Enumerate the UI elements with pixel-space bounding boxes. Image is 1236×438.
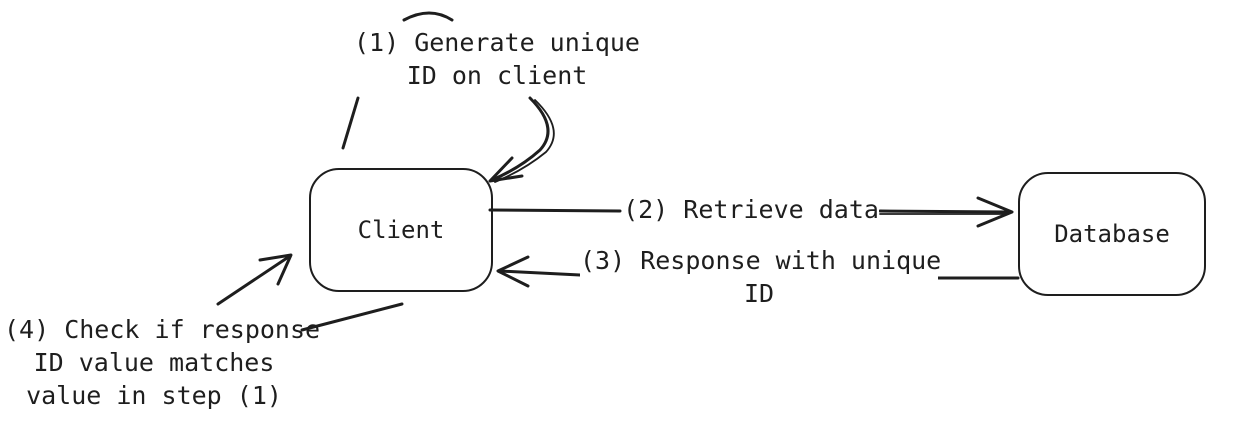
response-arrowhead bbox=[496, 255, 530, 288]
check-line-upper bbox=[300, 302, 404, 332]
loop-arrowhead bbox=[488, 156, 524, 183]
step4-label-line3: value in step (1) bbox=[26, 381, 282, 410]
step3-label: (3) Response with unique ID bbox=[580, 244, 942, 310]
database-node: Database bbox=[1018, 172, 1206, 296]
retrieve-line-left bbox=[488, 208, 622, 213]
step2-label: (2) Retrieve data bbox=[623, 193, 879, 226]
step1-label-line2: ID on client bbox=[406, 61, 588, 90]
check-line-lower bbox=[216, 254, 292, 306]
step4-label-line2: ID value matches bbox=[33, 348, 275, 377]
loop-arrow-right-curve bbox=[490, 96, 550, 182]
loop-arrow-top-arc bbox=[402, 11, 454, 22]
loop-arrow-right-curve-2 bbox=[494, 99, 555, 183]
step3-label-line2: ID bbox=[743, 279, 775, 308]
step1-label: (1) Generate unique ID on client bbox=[340, 26, 654, 92]
client-node: Client bbox=[309, 168, 493, 292]
response-line-left bbox=[498, 269, 582, 277]
check-arrowhead bbox=[258, 253, 293, 286]
step4-label: (4) Check if response ID value matches v… bbox=[4, 313, 321, 412]
retrieve-arrowhead bbox=[976, 196, 1014, 228]
retrieve-line-right bbox=[878, 209, 1012, 214]
step4-label-line1: (4) Check if response bbox=[4, 315, 321, 344]
step3-label-line1: (3) Response with unique bbox=[580, 246, 942, 275]
step1-label-line1: (1) Generate unique bbox=[354, 28, 640, 57]
loop-arrow-left-segment bbox=[341, 96, 360, 150]
